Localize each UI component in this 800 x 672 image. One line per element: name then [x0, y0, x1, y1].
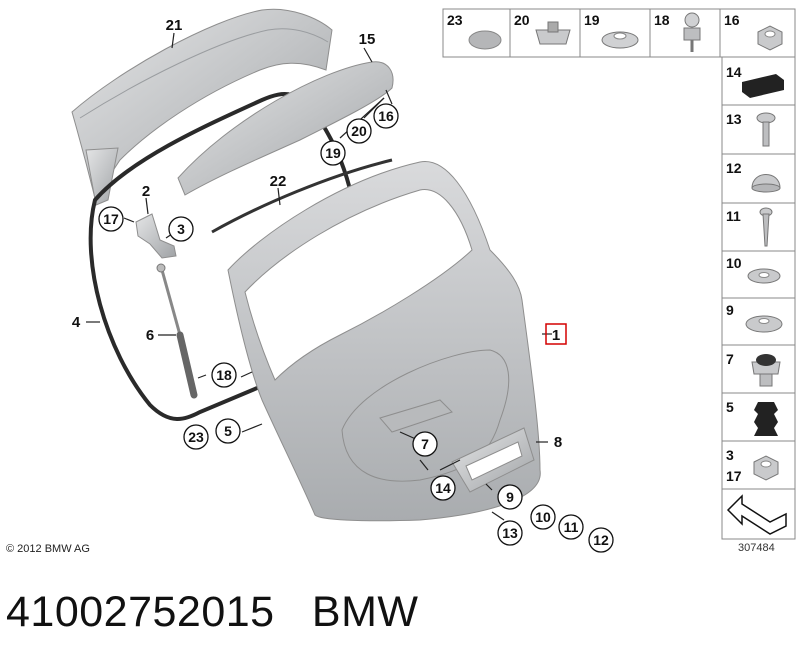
- callout-16: 16: [378, 108, 394, 124]
- ball-stud-icon: [684, 12, 700, 28]
- legend-top-row: 23 20 19 18 16: [442, 8, 796, 58]
- circled-callout-3[interactable]: 3: [168, 216, 194, 242]
- callout-2[interactable]: 2: [142, 183, 150, 200]
- callout-20: 20: [351, 123, 367, 139]
- legend-cell-arrow: [726, 494, 787, 535]
- legend-cell-9[interactable]: 9: [726, 302, 783, 333]
- circled-callout-19[interactable]: 19: [320, 140, 346, 166]
- callout-4[interactable]: 4: [72, 314, 81, 331]
- legend-label-13: 13: [726, 111, 742, 127]
- caption-brand: BMW: [311, 588, 419, 636]
- tailgate-part: [227, 161, 541, 522]
- callout-1[interactable]: 1: [552, 327, 560, 344]
- legend-label-3: 3: [726, 447, 734, 463]
- install-arrow-icon: [726, 494, 787, 535]
- legend-label-20: 20: [514, 12, 530, 28]
- circled-callout-17[interactable]: 17: [98, 206, 124, 232]
- circled-callout-9[interactable]: 9: [497, 484, 523, 510]
- callout-8[interactable]: 8: [554, 434, 562, 451]
- legend-label-14: 14: [726, 64, 742, 80]
- circled-callout-20[interactable]: 20: [346, 118, 372, 144]
- callout-11: 11: [564, 519, 579, 535]
- hinge-part: [135, 213, 177, 259]
- circled-callout-16[interactable]: 16: [373, 103, 399, 129]
- legend-cell-3-17[interactable]: 3 17: [726, 447, 779, 484]
- legend-label-19: 19: [584, 12, 600, 28]
- circled-callout-12[interactable]: 12: [588, 527, 614, 553]
- legend-cell-12[interactable]: 12: [726, 160, 781, 193]
- callout-9: 9: [506, 489, 514, 505]
- license-plate-bracket-part: [451, 427, 535, 493]
- callout-14: 14: [435, 480, 451, 496]
- circled-callout-23[interactable]: 23: [183, 424, 209, 450]
- highlight-box: [545, 323, 567, 345]
- legend-label-18: 18: [654, 12, 670, 28]
- callout-18: 18: [216, 367, 232, 383]
- foam-pad-icon: [742, 74, 784, 98]
- legend-label-7: 7: [726, 351, 734, 367]
- callout-17: 17: [103, 211, 119, 227]
- bellows-buffer-icon: [754, 402, 778, 436]
- callout-21[interactable]: 21: [166, 17, 183, 34]
- seal-strip-part: [211, 158, 393, 234]
- legend-label-23: 23: [447, 12, 463, 28]
- legend-label-16: 16: [724, 12, 740, 28]
- legend-cell-16[interactable]: 16: [724, 12, 783, 51]
- legend-cell-7[interactable]: 7: [726, 351, 781, 387]
- legend-cell-19[interactable]: 19: [584, 12, 639, 49]
- legend-cell-11[interactable]: 11: [726, 207, 773, 247]
- circled-callout-13[interactable]: 13: [497, 520, 523, 546]
- caption-part-number: 41002752015: [6, 588, 275, 636]
- callout-15[interactable]: 15: [359, 31, 376, 48]
- legend-cell-13[interactable]: 13: [726, 111, 776, 147]
- legend-cell-10[interactable]: 10: [726, 255, 781, 284]
- legend-label-5: 5: [726, 399, 734, 415]
- callout-6[interactable]: 6: [146, 327, 154, 344]
- callout-23: 23: [188, 429, 204, 445]
- washer-icon: [601, 31, 639, 49]
- callout-22[interactable]: 22: [270, 173, 287, 190]
- flange-nut-icon: [753, 455, 779, 481]
- legend-label-9: 9: [726, 302, 734, 318]
- legend-label-17: 17: [726, 468, 742, 484]
- legend-side-column: 14 13 12 11 10 9 7: [721, 56, 796, 540]
- legend-cell-14[interactable]: 14: [726, 64, 784, 98]
- circled-callout-10[interactable]: 10: [530, 504, 556, 530]
- gas-strut-part: [156, 263, 198, 399]
- upper-trim-part: [177, 61, 394, 196]
- circled-callout-18[interactable]: 18: [211, 362, 237, 388]
- legend-label-10: 10: [726, 255, 742, 271]
- callout-12: 12: [593, 532, 609, 548]
- legend-cell-23[interactable]: 23: [447, 12, 502, 50]
- circled-callout-11[interactable]: 11: [558, 514, 584, 540]
- callout-19: 19: [325, 145, 341, 161]
- callout-5: 5: [224, 423, 232, 439]
- legend-label-12: 12: [726, 160, 742, 176]
- callout-13: 13: [502, 525, 518, 541]
- leader-lines: [86, 32, 552, 521]
- diagram-reference-number: 307484: [738, 542, 775, 554]
- part-caption: 41002752015 BMW: [6, 588, 419, 637]
- legend-label-11: 11: [726, 208, 741, 224]
- round-patch-icon: [468, 30, 502, 50]
- hex-nut-icon: [757, 25, 783, 51]
- circled-callout-7[interactable]: 7: [412, 431, 438, 457]
- callout-7: 7: [421, 436, 429, 452]
- copyright-note: © 2012 BMW AG: [6, 543, 90, 555]
- circled-callout-14[interactable]: 14: [430, 475, 456, 501]
- callout-3: 3: [177, 221, 185, 237]
- clip-nut-icon: [535, 29, 571, 45]
- parts-diagram: 21 15 22 2 4 6 1 8 20 16 19 17 3 18 23 5…: [71, 8, 796, 553]
- legend-cell-20[interactable]: 20: [514, 12, 571, 45]
- circled-callout-5[interactable]: 5: [215, 418, 241, 444]
- callout-10: 10: [535, 509, 551, 525]
- legend-cell-18[interactable]: 18: [654, 12, 701, 52]
- legend-cell-5[interactable]: 5: [726, 399, 778, 436]
